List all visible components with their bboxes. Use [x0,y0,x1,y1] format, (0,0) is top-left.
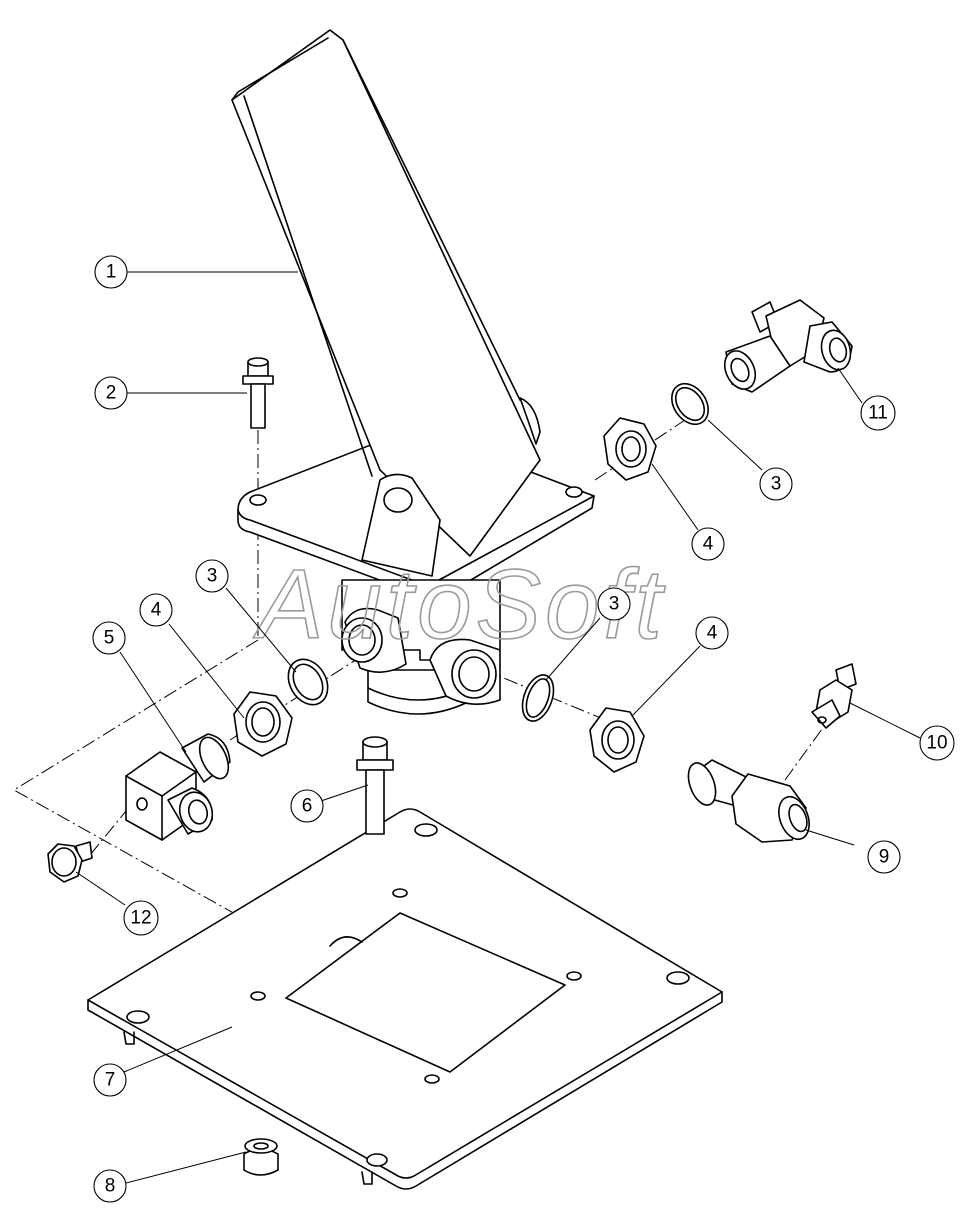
callout-4-right: 4 [691,527,725,561]
callout-3-left: 3 [195,559,229,593]
svg-text:12: 12 [130,908,151,929]
svg-text:10: 10 [926,733,947,754]
watermark-text: AutoSoft [253,549,666,659]
svg-text:4: 4 [703,534,714,555]
leader-lines [75,271,921,1184]
svg-text:1: 1 [106,262,117,283]
hex-plug [47,841,93,883]
callout-9: 9 [867,840,901,874]
base-plate [87,808,723,1190]
union-fitting [687,759,810,843]
svg-text:8: 8 [105,1176,116,1197]
callout-8: 8 [93,1169,127,1203]
callout-6: 6 [290,789,324,823]
elbow-fitting [125,733,231,841]
svg-text:6: 6 [302,796,313,817]
svg-text:4: 4 [151,600,162,621]
tee-fitting [723,299,853,393]
callout-4-center: 4 [695,616,729,650]
bolt-flange-bottom [356,736,394,835]
callout-10: 10 [919,725,955,761]
svg-text:7: 7 [105,1070,116,1091]
callout-3-center: 3 [597,587,631,621]
svg-text:3: 3 [609,594,620,615]
svg-text:9: 9 [879,847,890,868]
callout-7: 7 [93,1063,127,1097]
svg-text:2: 2 [106,383,117,404]
callout-3-right: 3 [759,467,793,501]
callout-5: 5 [92,621,126,655]
svg-text:3: 3 [207,566,218,587]
callout-1: 1 [94,255,128,289]
callout-12: 12 [123,900,159,936]
o-rings [287,382,709,722]
pedal-valve-housing [231,29,595,715]
hex-nuts [233,417,657,773]
svg-text:4: 4 [707,623,718,644]
svg-text:11: 11 [868,403,888,424]
bolt-flange-top [242,357,274,429]
callout-2: 2 [94,376,128,410]
adapter-nipple [811,663,857,729]
svg-text:5: 5 [104,628,115,649]
callout-4-left: 4 [139,593,173,627]
svg-text:3: 3 [771,474,782,495]
flange-nut [243,1138,279,1176]
callout-11: 11 [860,395,896,431]
